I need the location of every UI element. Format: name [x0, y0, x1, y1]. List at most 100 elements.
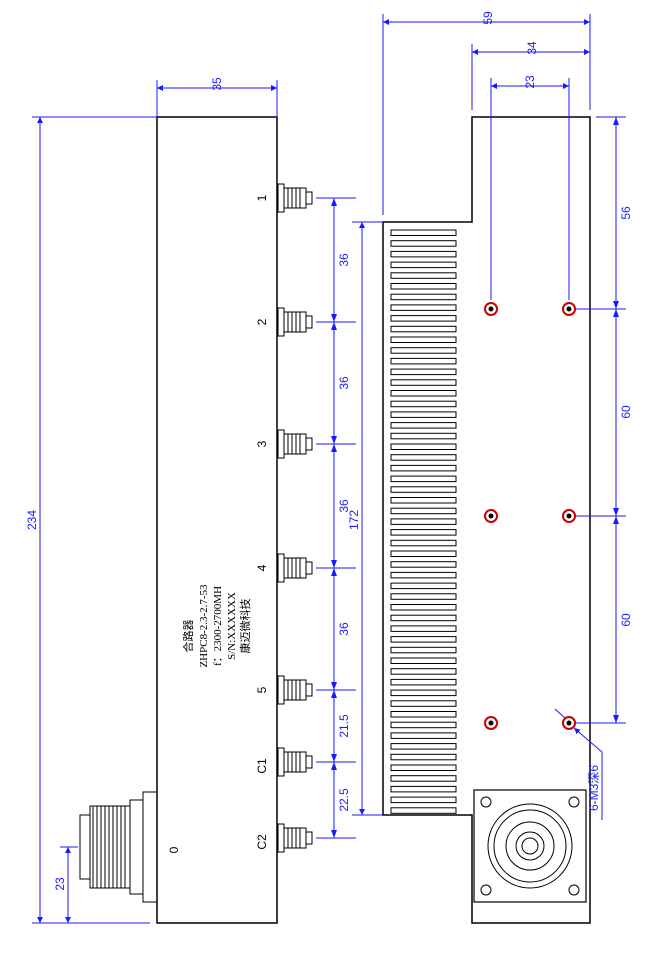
front-body [382, 116, 591, 924]
connector-2 [277, 307, 313, 337]
dim-pitch-4-5: 36 [337, 622, 351, 636]
dim-pitch-c1-c2: 22.5 [337, 788, 351, 812]
connector-1 [277, 183, 313, 213]
mounting-hole [562, 716, 576, 730]
dim-pitch-3-4: 36 [337, 499, 351, 513]
fin-slot [390, 411, 457, 418]
dim-connector-offset: 23 [53, 846, 78, 923]
svg-text:59: 59 [481, 11, 495, 25]
svg-text:23: 23 [53, 877, 67, 891]
side-view: 1 2 3 4 5 C1 C2 0 合路器 ZHPC8-2.3-2.7-53 f… [25, 77, 356, 924]
fin-slot [390, 304, 457, 311]
flange-connector [473, 789, 587, 903]
fin-slot [390, 689, 457, 697]
fin-slot [390, 464, 457, 472]
fin-slot [390, 636, 457, 643]
fin-slot [390, 283, 457, 290]
fin-slot [390, 646, 457, 654]
fin-slot [390, 240, 457, 247]
fin-slot [390, 582, 457, 590]
fin-slot [390, 807, 457, 814]
fin-slot [390, 379, 457, 386]
fin-slot [390, 347, 457, 354]
front-view: 59 34 23 172 [347, 11, 633, 924]
mounting-holes [484, 302, 576, 730]
fin-slot [390, 743, 457, 750]
dim-hole-pitch-b: 60 [619, 613, 633, 627]
product-name: 合路器 [181, 620, 195, 653]
dim-overall-length: 234 [25, 116, 157, 924]
hole-callout: 6-M3深6 [554, 708, 603, 820]
fin-slot [390, 261, 457, 269]
port-label-c2: C2 [255, 834, 269, 850]
mounting-hole [484, 509, 498, 523]
fin-slot [390, 711, 457, 718]
fin-slot [390, 229, 457, 236]
dim-pitch-2-3: 36 [337, 376, 351, 390]
port-label-1: 1 [255, 194, 269, 201]
connector-5 [277, 675, 313, 705]
fin-slot [390, 497, 457, 504]
fin-slot [390, 507, 457, 515]
connector-4 [277, 553, 313, 583]
fin-slot [390, 390, 457, 397]
svg-text:234: 234 [25, 510, 39, 530]
product-company: 康迈微科技 [238, 599, 252, 654]
fin-slot [390, 732, 457, 739]
fin-slot [390, 593, 457, 600]
connector-c1 [277, 747, 313, 777]
fin-slot [390, 678, 457, 686]
fin-slot [390, 250, 457, 258]
fin-slot [390, 561, 457, 568]
fin-slot [390, 400, 457, 408]
fin-slot [390, 475, 457, 483]
fin-slot [390, 700, 457, 707]
dim-width-holes-inner: 23 [490, 75, 570, 300]
fin-slot [390, 539, 457, 547]
fin-slot [390, 336, 457, 343]
port-label-5: 5 [255, 686, 269, 693]
dim-port-pitch: 36 36 36 36 21.5 22.5 [316, 197, 356, 839]
product-frequency: f：2300-2700MH [212, 586, 224, 666]
fin-slot [390, 625, 457, 632]
dim-side-width: 35 [156, 77, 278, 117]
dim-fin-length: 172 [347, 221, 383, 816]
fin-slot [390, 315, 457, 322]
fin-slot [390, 422, 457, 429]
product-serial: S/N:XXXXXX [226, 592, 238, 660]
fin-slot [390, 293, 457, 301]
mounting-hole [562, 302, 576, 316]
svg-text:172: 172 [347, 510, 361, 530]
fin-slot [390, 325, 457, 333]
dim-hole-pitch-a: 60 [619, 405, 633, 419]
fin-slot [390, 518, 457, 525]
fin-slot [390, 721, 457, 729]
fin-slot [390, 764, 457, 771]
svg-text:34: 34 [525, 41, 539, 55]
svg-text:6-M3深6: 6-M3深6 [587, 765, 601, 811]
fin-slot [390, 550, 457, 557]
fin-slot [390, 571, 457, 579]
cooling-fins [390, 229, 457, 814]
fin-slot [390, 785, 457, 793]
svg-text:23: 23 [523, 75, 537, 89]
dim-width-holes-outer: 34 [471, 41, 590, 110]
connector-c2 [277, 823, 313, 853]
fin-slot [390, 529, 457, 536]
dim-hole-top-offset: 56 [619, 206, 633, 220]
fin-slot [390, 604, 457, 611]
dim-pitch-1-2: 36 [337, 253, 351, 267]
fin-slot [390, 368, 457, 376]
fin-slot [390, 668, 457, 675]
mounting-hole [484, 716, 498, 730]
connector-3 [277, 429, 313, 459]
fin-slot [390, 614, 457, 622]
dim-pitch-5-c1: 21.5 [337, 714, 351, 738]
port-label-0: 0 [167, 846, 181, 853]
mounting-hole [562, 509, 576, 523]
dim-hole-spacing: 56 60 60 [575, 116, 633, 724]
port-label-4: 4 [255, 564, 269, 571]
fin-slot [390, 357, 457, 365]
fin-slot [390, 753, 457, 761]
fin-slot [390, 454, 457, 461]
